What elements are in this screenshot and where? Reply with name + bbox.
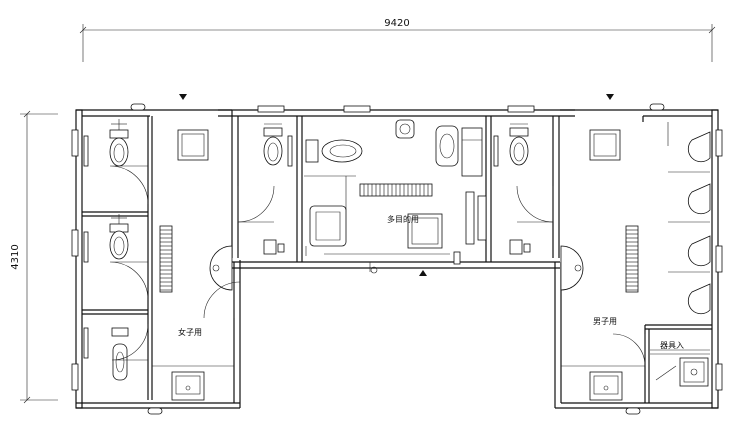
mens-area-fixtures xyxy=(560,122,711,401)
toilet-icon xyxy=(509,127,529,166)
sink-icon xyxy=(560,245,584,291)
toilet-icon xyxy=(305,139,363,163)
toilet-icon xyxy=(111,327,129,381)
entrance-marker-center xyxy=(419,270,427,276)
urinal-icon xyxy=(687,235,711,267)
overall-width-label: 9420 xyxy=(384,18,409,29)
overall-height-label: 4310 xyxy=(10,244,21,269)
toilet-icon xyxy=(263,127,283,166)
vent-grille xyxy=(625,225,639,293)
dimension-width: 9420 xyxy=(79,18,716,62)
room-label-womens: 女子用 xyxy=(178,327,202,337)
room-label-mens: 男子用 xyxy=(593,317,617,326)
room-label-multipurpose: 多目的用 xyxy=(387,214,419,224)
sink-icon xyxy=(589,371,623,401)
sink-icon xyxy=(171,371,205,401)
womens-area-fixtures xyxy=(159,129,241,401)
entrance-marker-left xyxy=(179,94,187,100)
urinal-icon xyxy=(687,283,711,315)
sink-icon xyxy=(679,357,709,387)
wall-vents xyxy=(71,103,723,415)
toilet-icon xyxy=(109,129,129,167)
room-label-storage: 器具入 xyxy=(660,341,684,350)
womens-toilets xyxy=(83,119,149,381)
center-left-stall xyxy=(237,123,293,255)
urinal-icon xyxy=(687,131,711,163)
center-right-stall xyxy=(493,123,554,255)
partitions xyxy=(82,116,712,403)
multipurpose-room xyxy=(304,119,487,274)
entrance-marker-right xyxy=(606,94,614,100)
dimension-height: 4310 xyxy=(10,110,58,404)
toilet-icon xyxy=(109,223,129,260)
sink-icon xyxy=(209,245,233,291)
vent-grille xyxy=(159,225,173,293)
sink-icon xyxy=(435,125,459,167)
urinal-icon xyxy=(687,183,711,215)
